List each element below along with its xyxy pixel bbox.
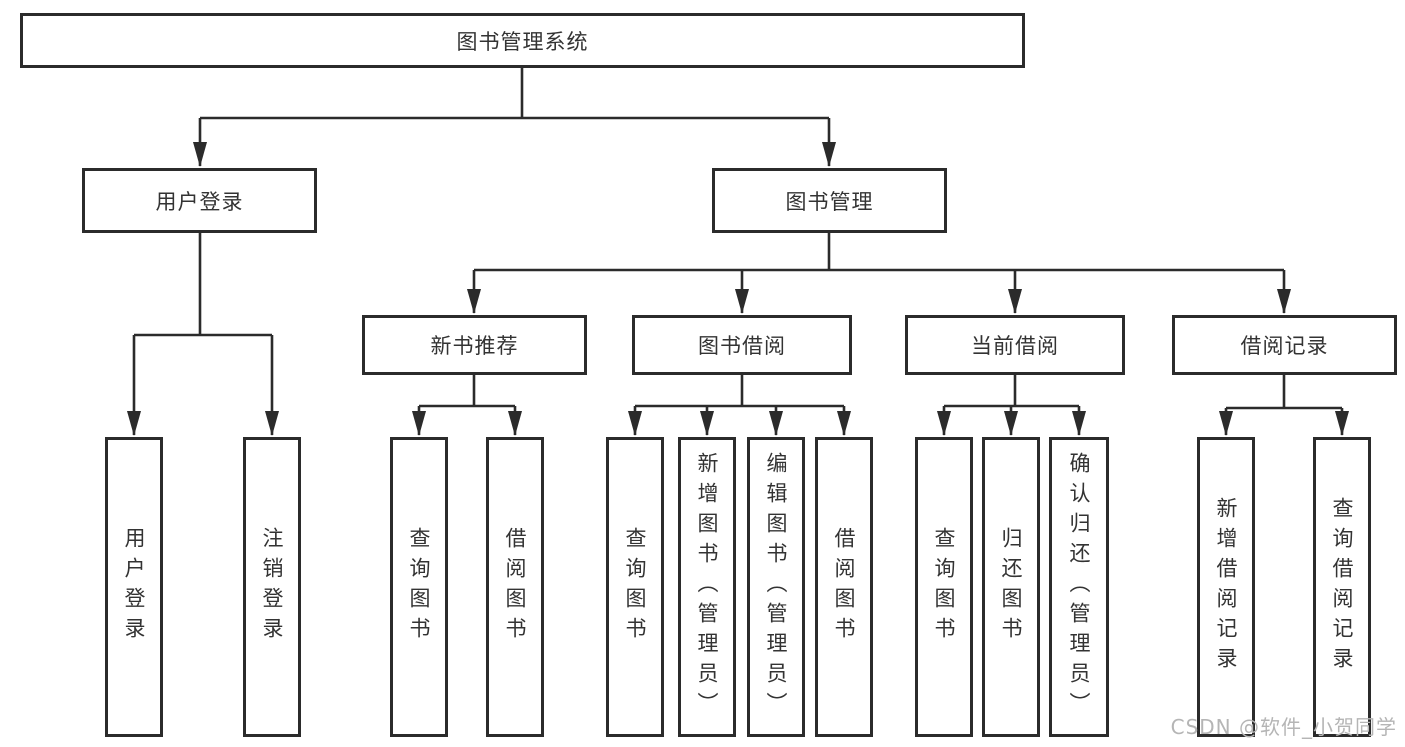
node-new-book-recommend: 新书推荐 <box>362 315 587 375</box>
leaf-nbr-query-books: 查询图书 <box>390 437 448 737</box>
leaf-bb-add-books-admin: 新增图书（管理员） <box>678 437 736 737</box>
leaf-bb-borrow-books: 借阅图书 <box>815 437 873 737</box>
leaf-label: 新增图书（管理员） <box>695 452 719 722</box>
node-root-library-system: 图书管理系统 <box>20 13 1025 68</box>
node-label: 用户登录 <box>155 189 244 214</box>
leaf-nbr-borrow-books: 借阅图书 <box>486 437 544 737</box>
leaf-cb-confirm-return-admin: 确认归还（管理员） <box>1049 437 1109 737</box>
node-book-management: 图书管理 <box>712 168 947 233</box>
node-label: 图书管理 <box>785 189 874 214</box>
node-book-borrowing: 图书借阅 <box>632 315 852 375</box>
csdn-watermark: CSDN @软件_小贺同学 <box>1170 715 1397 739</box>
leaf-logout: 注销登录 <box>243 437 301 737</box>
leaf-label: 查询图书 <box>932 527 956 647</box>
leaf-label: 借阅图书 <box>832 527 856 647</box>
leaf-cb-query-books: 查询图书 <box>915 437 973 737</box>
leaf-label: 查询图书 <box>407 527 431 647</box>
leaf-label: 借阅图书 <box>503 527 527 647</box>
node-borrowing-records: 借阅记录 <box>1172 315 1397 375</box>
node-label: 当前借阅 <box>971 334 1059 358</box>
leaf-bb-query-books: 查询图书 <box>606 437 664 737</box>
node-current-borrowing: 当前借阅 <box>905 315 1125 375</box>
leaf-label: 查询图书 <box>623 527 647 647</box>
leaf-label: 查询借阅记录 <box>1330 497 1354 677</box>
node-label: 图书管理系统 <box>456 29 589 54</box>
node-user-login: 用户登录 <box>82 168 317 233</box>
leaf-label: 归还图书 <box>999 527 1023 647</box>
leaf-br-add-record: 新增借阅记录 <box>1197 437 1255 737</box>
node-label: 图书借阅 <box>698 334 786 358</box>
leaf-user-login: 用户登录 <box>105 437 163 737</box>
leaf-bb-edit-books-admin: 编辑图书（管理员） <box>747 437 805 737</box>
leaf-label: 确认归还（管理员） <box>1067 452 1091 722</box>
leaf-label: 新增借阅记录 <box>1214 497 1238 677</box>
leaf-label: 用户登录 <box>122 527 146 647</box>
leaf-label: 编辑图书（管理员） <box>764 452 788 722</box>
node-label: 新书推荐 <box>430 334 519 358</box>
node-label: 借阅记录 <box>1240 334 1329 358</box>
leaf-cb-return-books: 归还图书 <box>982 437 1040 737</box>
leaf-label: 注销登录 <box>260 527 284 647</box>
leaf-br-query-record: 查询借阅记录 <box>1313 437 1371 737</box>
